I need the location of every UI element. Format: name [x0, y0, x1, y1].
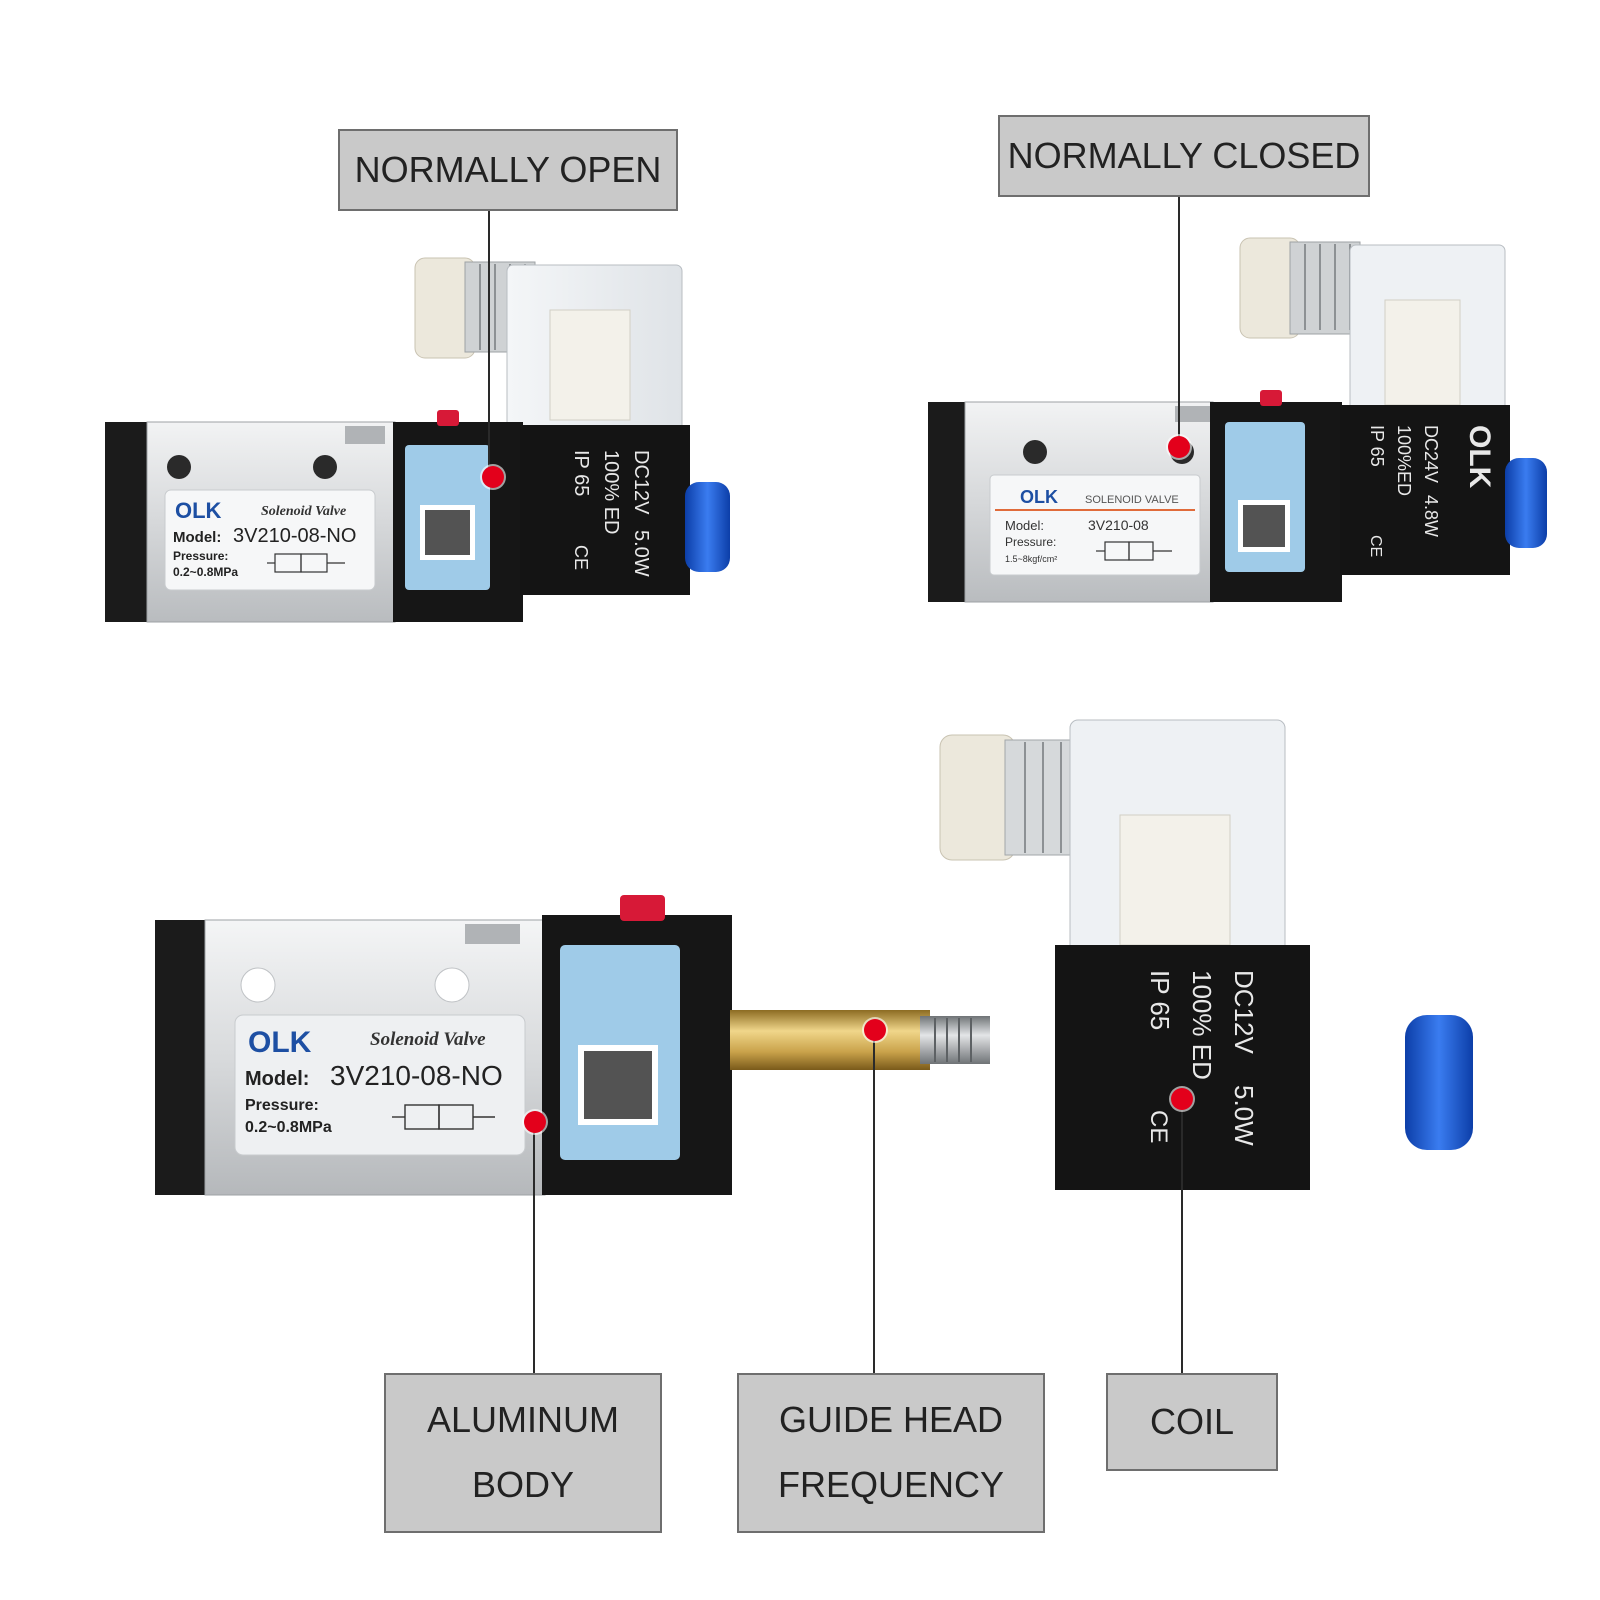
marker-coil: [1171, 1088, 1193, 1110]
model-label: Model:: [1005, 518, 1044, 533]
coil-power: 5.0W: [630, 530, 652, 577]
brand-logo: OLK: [175, 498, 222, 523]
coil-voltage: DC12V: [1229, 970, 1259, 1054]
leader-normally-closed: [1178, 196, 1180, 448]
coil-duty: 100% ED: [600, 450, 622, 535]
callout-aluminum-body: ALUMINUM BODY: [384, 1373, 662, 1533]
brand-logo: OLK: [248, 1026, 312, 1059]
brand-logo: OLK: [1020, 487, 1058, 507]
leader-guide-head: [873, 1030, 875, 1374]
marker-guide-head: [864, 1019, 886, 1041]
leader-normally-open: [488, 210, 490, 472]
leader-aluminum-body: [533, 1122, 535, 1374]
ce-mark-icon: CE: [571, 545, 591, 570]
product-name: SOLENOID VALVE: [1085, 494, 1179, 506]
coil-ip: IP 65: [570, 450, 592, 496]
coil-power: 5.0W: [1229, 1085, 1259, 1146]
callout-guide-head: GUIDE HEAD FREQUENCY: [737, 1373, 1045, 1533]
product-name: Solenoid Valve: [370, 1029, 486, 1050]
callout-normally-closed-text: NORMALLY CLOSED: [1007, 134, 1361, 176]
pressure-value: 1.5~8kgf/cm²: [1005, 554, 1057, 564]
model-label: Model:: [245, 1068, 309, 1090]
marker-aluminum-body: [524, 1111, 546, 1133]
normally-open-valve: OLK Solenoid Valve Model: 3V210-08-NO Pr…: [105, 257, 730, 623]
model-number: 3V210-08: [1088, 517, 1149, 533]
callout-guide-head-line1: GUIDE HEAD: [778, 1399, 1004, 1441]
callout-guide-head-line2: FREQUENCY: [777, 1464, 1005, 1505]
coil-duty: 100%ED: [1394, 425, 1414, 496]
valve-symbol-icon: [1096, 541, 1172, 561]
coil-brand-logo: OLK: [1463, 425, 1496, 489]
valve-body-exploded: OLK Solenoid Valve Model: 3V210-08-NO Pr…: [155, 895, 990, 1196]
valve-symbol-icon: [267, 553, 345, 573]
callout-coil-text: COIL: [1149, 1400, 1235, 1442]
model-number: 3V210-08-NO: [330, 1060, 503, 1091]
leader-coil: [1181, 1100, 1183, 1374]
pressure-label: Pressure:: [245, 1097, 319, 1114]
ce-mark-icon: CE: [1145, 1110, 1172, 1143]
pressure-value: 0.2~0.8MPa: [173, 565, 238, 579]
pressure-label: Pressure:: [173, 549, 228, 563]
coil-voltage: DC12V: [630, 450, 652, 515]
ce-mark-icon: CE: [1367, 535, 1384, 557]
coil-voltage: DC24V: [1421, 425, 1441, 483]
callout-normally-closed: NORMALLY CLOSED: [998, 115, 1370, 197]
model-number: 3V210-08-NO: [233, 525, 356, 547]
pressure-value: 0.2~0.8MPa: [245, 1119, 332, 1136]
callout-aluminum-body-line1: ALUMINUM: [426, 1399, 619, 1441]
coil-duty: 100% ED: [1187, 970, 1217, 1080]
coil-ip: IP 65: [1367, 425, 1387, 467]
model-label: Model:: [173, 529, 221, 546]
coil-exploded: DC12V 5.0W 100% ED IP 65 CE: [939, 719, 1473, 1190]
marker-normally-open: [482, 466, 504, 488]
callout-aluminum-body-line2: BODY: [471, 1464, 575, 1505]
callout-normally-open-text: NORMALLY OPEN: [354, 148, 662, 190]
normally-closed-valve: OLK SOLENOID VALVE Model: 3V210-08 Press…: [928, 237, 1547, 603]
coil-ip: IP 65: [1145, 970, 1175, 1030]
coil-power: 4.8W: [1421, 495, 1441, 537]
callout-coil: COIL: [1106, 1373, 1278, 1471]
pressure-label: Pressure:: [1005, 535, 1056, 549]
marker-normally-closed: [1168, 436, 1190, 458]
callout-normally-open: NORMALLY OPEN: [338, 129, 678, 211]
valve-symbol-icon: [392, 1104, 495, 1130]
product-name: Solenoid Valve: [261, 504, 346, 519]
